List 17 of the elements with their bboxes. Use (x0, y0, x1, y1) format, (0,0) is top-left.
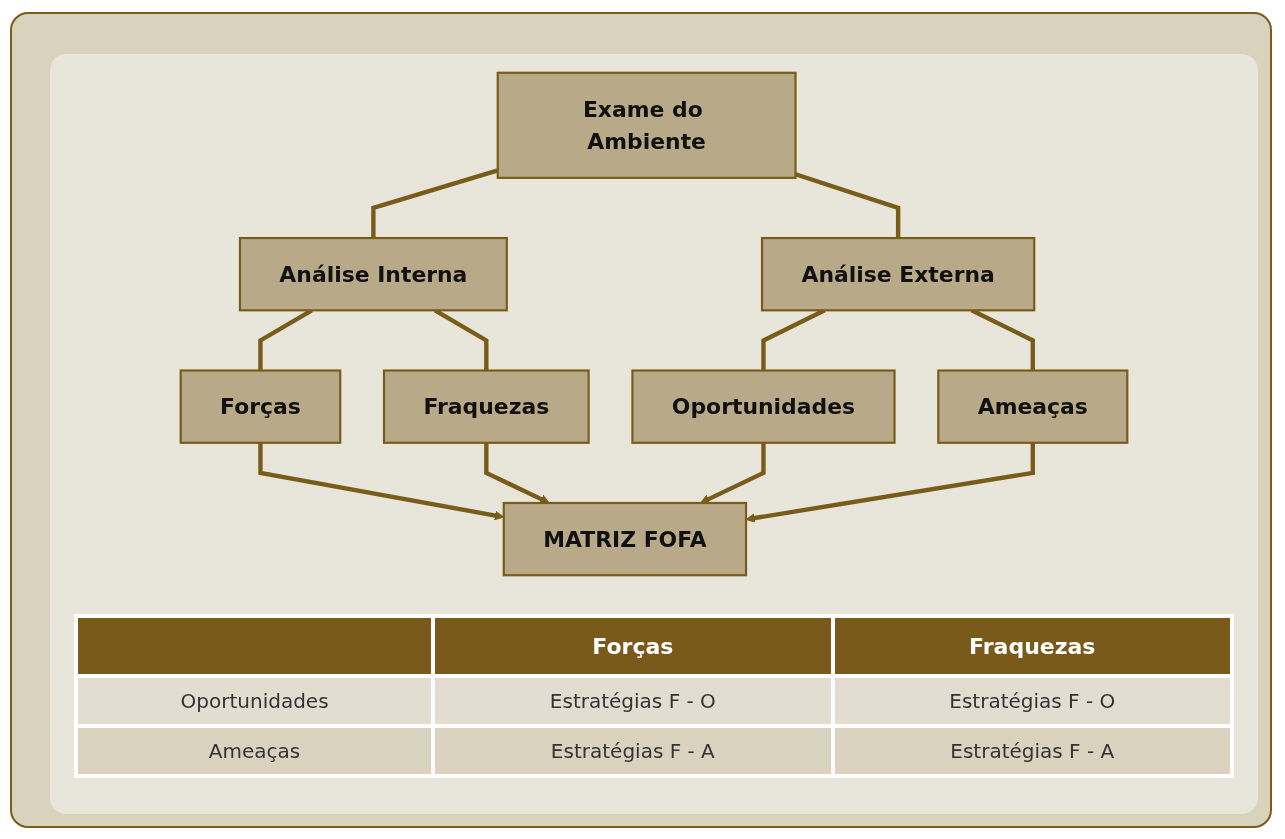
column-header: Forças (435, 618, 831, 674)
column-header: Fraquezas (834, 618, 1230, 674)
process-box: Fraquezas (382, 369, 590, 444)
table-cell: Estratégias F - O (834, 678, 1230, 724)
row-header: Ameaças (78, 728, 432, 774)
process-box: Análise Interna (238, 236, 508, 312)
process-box: Análise Externa (760, 236, 1036, 312)
table-cell: Estratégias F - A (435, 728, 831, 774)
row-header: Oportunidades (78, 678, 432, 724)
process-box: Exame do Ambiente (496, 71, 797, 179)
process-box: Forças (179, 369, 342, 444)
connector-line (794, 172, 901, 239)
process-box: Ameaças (937, 369, 1129, 444)
process-box: MATRIZ FOFA (502, 501, 748, 577)
table-cell: Estratégias F - O (435, 678, 831, 724)
process-box: Oportunidades (631, 369, 896, 444)
table-cell: Estratégias F - A (834, 728, 1230, 774)
